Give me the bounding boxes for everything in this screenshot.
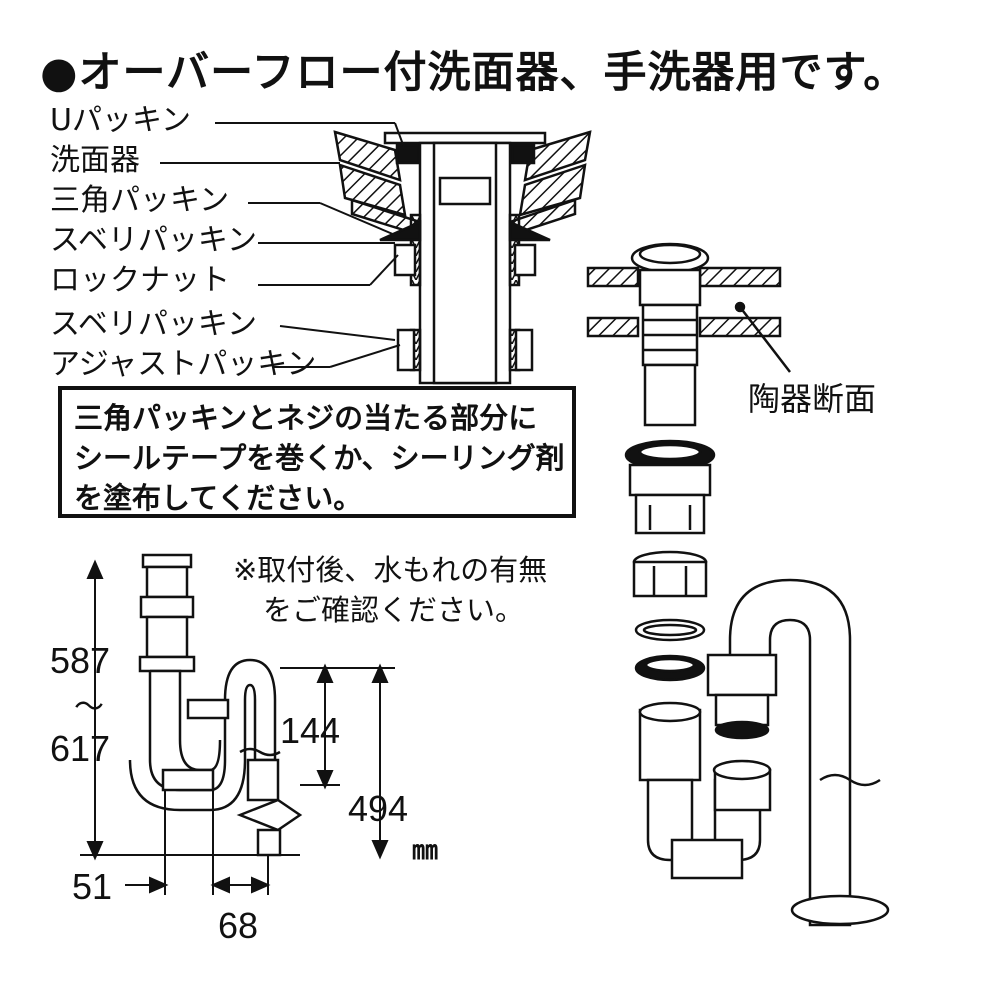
dim-unit: ㎜ xyxy=(412,836,439,866)
exploded-parts xyxy=(624,439,716,682)
dim-trap-depth: 144 xyxy=(280,710,341,751)
label-basin: 洗面器 xyxy=(50,143,140,178)
drain-cross-section xyxy=(333,130,592,385)
dim-outlet-height: 494 xyxy=(348,788,409,829)
dimension-lines xyxy=(80,559,395,895)
confirm-line: ※取付後、水もれの有無 xyxy=(233,553,548,587)
leader-lines xyxy=(160,122,406,368)
dim-height-max: 587 xyxy=(50,640,111,681)
note-line: を塗布してください。 xyxy=(74,481,363,515)
dim-offset-left: 51 xyxy=(72,866,113,907)
label-slip-packing-1: スベリパッキン xyxy=(50,223,257,258)
dim-height-tilde: ～ xyxy=(74,691,104,724)
label-slip-packing-2: スベリパッキン xyxy=(50,307,257,342)
confirm-line: をご確認ください。 xyxy=(263,593,525,627)
trap-assembly xyxy=(638,578,890,927)
ceramic-section xyxy=(586,242,791,427)
trap-side-view xyxy=(128,553,303,857)
dim-height-min: 617 xyxy=(50,728,111,769)
sealing-note-box: 三角パッキンとネジの当たる部分に シールテープを巻くか、シーリング剤 を塗布して… xyxy=(58,386,576,518)
label-adjust-packing: アジャストパッキン xyxy=(50,347,317,382)
label-lock-nut: ロックナット xyxy=(50,263,230,298)
dim-offset-right: 68 xyxy=(218,905,259,946)
note-line: シールテープを巻くか、シーリング剤 xyxy=(74,441,565,475)
leak-check-note: ※取付後、水もれの有無 をご確認ください。 xyxy=(233,550,547,630)
page-title: ●オーバーフロー付洗面器、手洗器用です。 xyxy=(40,48,908,98)
ceramic-section-label: 陶器断面 xyxy=(748,380,877,418)
note-line: 三角パッキンとネジの当たる部分に xyxy=(74,401,538,435)
label-u-packing: Uパッキン xyxy=(50,103,192,138)
label-triangle-packing: 三角パッキン xyxy=(50,183,230,218)
